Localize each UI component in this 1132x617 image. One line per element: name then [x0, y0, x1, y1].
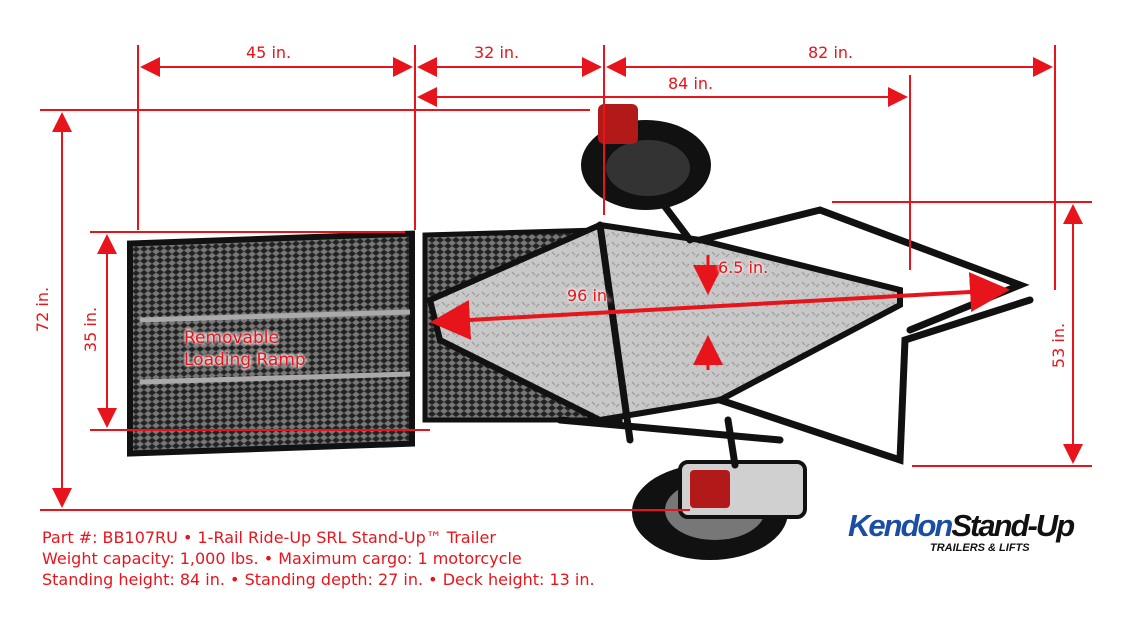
loading-ramp [127, 230, 415, 457]
logo-tagline: TRAILERS & LIFTS [930, 542, 1030, 554]
bottom-wheel [632, 460, 807, 560]
spec-capacity: Weight capacity: 1,000 lbs. • Maximum ca… [42, 549, 522, 568]
dim-deck-length: 96 in. [567, 286, 613, 305]
dimension-lines [40, 45, 1092, 511]
top-wheel [581, 104, 711, 210]
spec-text: Part #: BB107RU • 1-Rail Ride-Up SRL Sta… [42, 527, 595, 590]
dim-tongue-length: 82 in. [808, 43, 854, 62]
dim-overall-width: 72 in. [33, 286, 53, 333]
dim-front-section: 32 in. [474, 43, 520, 62]
logo-brand: Kendon [848, 508, 953, 543]
dim-overall-84: 84 in. [668, 74, 714, 93]
dim-ramp-length: 45 in. [246, 43, 292, 62]
dim-ramp-width: 35 in. [81, 306, 101, 353]
ramp-label-line: Removable [184, 328, 279, 348]
ramp-label-line: Loading Ramp [184, 350, 306, 370]
spec-heights: Standing height: 84 in. • Standing depth… [42, 570, 595, 589]
dim-tongue-width: 53 in. [1049, 322, 1069, 369]
spec-part-number: Part #: BB107RU • 1-Rail Ride-Up SRL Sta… [42, 528, 496, 547]
kendon-logo: KendonStand-Up TRAILERS & LIFTS [848, 508, 1075, 555]
logo-product: Stand-Up [951, 508, 1075, 543]
dim-deck-gap: 6.5 in. [718, 258, 769, 277]
ramp-label: Removable Loading Ramp [184, 327, 306, 371]
